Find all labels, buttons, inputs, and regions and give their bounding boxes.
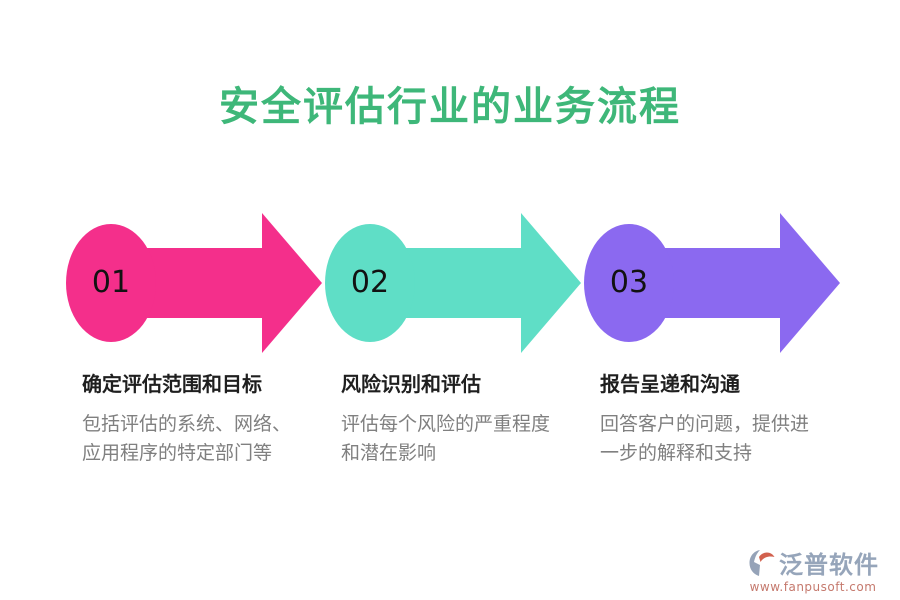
brand-name: 泛普软件 <box>779 551 879 579</box>
process-step-2: 02 风险识别和评估 评估每个风险的严重程度 和潜在影响 <box>323 199 582 468</box>
step-description: 回答客户的问题，提供进 一步的解释和支持 <box>600 413 810 464</box>
step-ellipse <box>66 224 156 342</box>
step-3-shape: 03 <box>582 199 840 354</box>
process-step-3: 03 报告呈递和沟通 回答客户的问题，提供进 一步的解释和支持 <box>582 199 841 468</box>
brand-footer: 泛普软件 www.fanpusoft.com <box>738 545 888 594</box>
step-title: 风险识别和评估 <box>341 372 481 396</box>
logo-orange-swoosh <box>759 552 775 562</box>
step-1-shape: 01 <box>64 199 322 354</box>
step-description: 包括评估的系统、网络、 应用程序的特定部门等 <box>82 413 292 464</box>
arrow-shape <box>325 213 581 353</box>
process-steps: 01 确定评估范围和目标 包括评估的系统、网络、 应用程序的特定部门等 02 风… <box>64 199 841 468</box>
arrow-head <box>780 213 840 353</box>
step-description: 评估每个风险的严重程度 和潜在影响 <box>341 413 551 464</box>
arrow-shape <box>584 213 840 353</box>
step-number: 02 <box>350 265 390 300</box>
step-number: 01 <box>91 265 131 300</box>
step-ellipse <box>325 224 415 342</box>
arrow-head <box>521 213 581 353</box>
arrow-shape <box>66 213 322 353</box>
fanpu-logo-icon <box>749 549 775 576</box>
brand-row: 泛普软件 <box>738 545 888 580</box>
step-title: 报告呈递和沟通 <box>600 372 740 396</box>
logo-blue-part <box>749 549 760 576</box>
arrow-head <box>262 213 322 353</box>
step-ellipse <box>584 224 674 342</box>
brand-url: www.fanpusoft.com <box>749 580 877 594</box>
process-step-1: 01 确定评估范围和目标 包括评估的系统、网络、 应用程序的特定部门等 <box>64 199 323 468</box>
step-2-shape: 02 <box>323 199 581 354</box>
page-title: 安全评估行业的业务流程 <box>219 84 681 130</box>
step-title: 确定评估范围和目标 <box>82 372 262 396</box>
step-number: 03 <box>609 265 649 300</box>
